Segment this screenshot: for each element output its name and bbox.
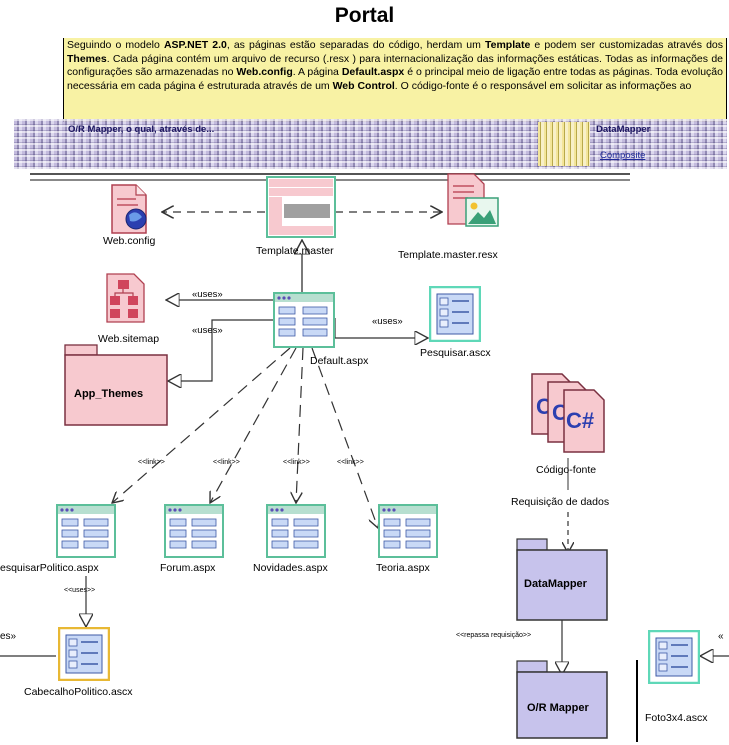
separator-line	[30, 173, 630, 175]
edge-default-pesquisar	[334, 318, 428, 338]
repassa-label: <<repassa requisição>>	[456, 632, 532, 639]
template-master-icon[interactable]	[266, 176, 336, 243]
foto-uses-label: «	[718, 631, 724, 642]
codigo-fonte-label: Código-fonte	[536, 464, 597, 476]
distorted-strip-text-right: DataMapper	[596, 124, 651, 135]
link-label-2: <<link>>	[213, 459, 240, 466]
edge-default-themes	[168, 319, 273, 381]
description-banner: Seguindo o modelo ASP.NET 2.0, as página…	[63, 38, 727, 122]
page-title: Portal	[334, 4, 395, 27]
pesquisar-politico-icon[interactable]	[56, 504, 116, 563]
uses-label-cabecalho: <<uses>>	[64, 587, 96, 594]
cabecalho-ascx-label: CabecalhoPolitico.ascx	[24, 686, 133, 698]
uses-label-sitemap: «uses»	[192, 289, 223, 300]
edge-link-novidades	[296, 347, 304, 503]
uses-label-themes: «uses»	[192, 325, 223, 336]
web-sitemap-label: Web.sitemap	[98, 333, 160, 345]
app-themes-package[interactable]	[64, 344, 168, 431]
or-mapper-label: O/R Mapper	[527, 702, 589, 714]
foto-ascx-label: Foto3x4.ascx	[645, 712, 708, 724]
foto-ascx-icon[interactable]	[647, 629, 701, 689]
template-resx-icon	[444, 172, 502, 235]
link-label-1: <<link>>	[138, 459, 165, 466]
datamapper-label: DataMapper	[524, 578, 587, 590]
distorted-strip-text: O/R Mapper, o qual, através de...	[68, 124, 215, 135]
web-config-label: Web.config	[103, 235, 156, 247]
teoria-aspx-label: Teoria.aspx	[376, 562, 430, 574]
datamapper-package[interactable]	[516, 538, 608, 627]
novidades-aspx-icon[interactable]	[266, 504, 326, 563]
template-master-label: Template.master	[256, 245, 334, 257]
codigo-fonte-icon: C C C#	[526, 370, 616, 467]
forum-aspx-icon[interactable]	[164, 504, 224, 563]
template-resx-label: Template.master.resx	[398, 249, 498, 261]
or-mapper-package[interactable]	[516, 660, 608, 745]
default-aspx-icon[interactable]	[273, 292, 335, 353]
composite-link[interactable]: Composite	[600, 150, 646, 161]
forum-aspx-label: Forum.aspx	[160, 562, 216, 574]
foto-frame	[636, 660, 729, 742]
web-sitemap-icon	[104, 272, 148, 329]
distorted-strip-overlay	[14, 119, 727, 169]
link-label-4: <<link>>	[337, 459, 364, 466]
pesquisar-ascx-label: Pesquisar.ascx	[420, 347, 491, 359]
link-label-3: <<link>>	[283, 459, 310, 466]
pesquisar-ascx-icon[interactable]	[428, 285, 482, 347]
teoria-aspx-icon[interactable]	[378, 504, 438, 563]
edge-link-pesquisarpolitico	[112, 347, 291, 503]
app-themes-label: App_Themes	[74, 388, 144, 400]
edge-link-teoria	[311, 347, 378, 528]
uses-label-left: es»	[0, 631, 17, 642]
cabecalho-ascx-icon[interactable]	[57, 626, 111, 686]
novidades-aspx-label: Novidades.aspx	[253, 562, 328, 574]
svg-text:C#: C#	[566, 408, 594, 433]
default-aspx-label: Default.aspx	[310, 355, 369, 367]
web-config-icon	[108, 183, 154, 240]
edge-link-forum	[210, 347, 297, 503]
distorted-yellow-block	[538, 122, 590, 166]
pesquisar-politico-label: esquisarPolitico.aspx	[0, 562, 99, 574]
uses-label-pesquisar: «uses»	[372, 316, 403, 327]
requisicao-label: Requisição de dados	[511, 496, 610, 508]
